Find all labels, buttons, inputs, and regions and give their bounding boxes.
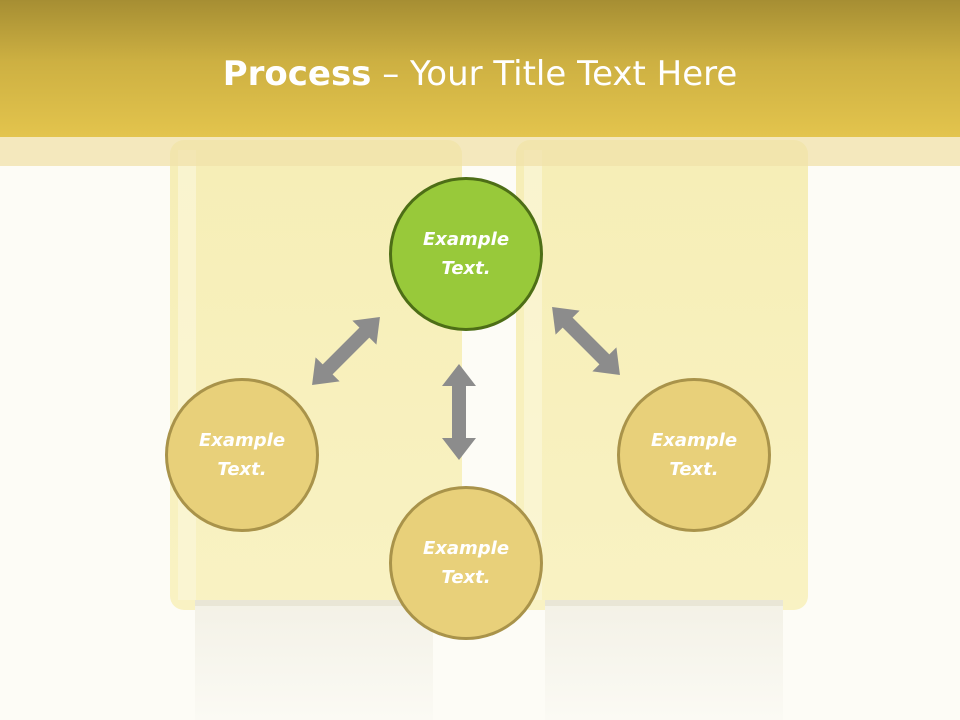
arrow-top-right [552, 307, 620, 375]
process-node-bottom: Example Text. [389, 486, 543, 640]
process-node-left-text: Example Text. [198, 430, 286, 480]
arrow-top-left [312, 317, 380, 385]
process-node-top-text: Example Text. [422, 229, 510, 279]
slide-title-strong: Process [222, 54, 372, 94]
slide-title-light: – Your Title Text Here [371, 54, 738, 94]
arrow-vertical [442, 364, 476, 460]
process-node-right: Example Text. [617, 378, 771, 532]
title-bar-band [0, 137, 960, 166]
title-bar [0, 0, 960, 137]
process-node-bottom-text: Example Text. [422, 538, 510, 588]
process-node-left: Example Text. [165, 378, 319, 532]
process-node-top: Example Text. [389, 177, 543, 331]
process-node-right-text: Example Text. [650, 430, 738, 480]
slide-title: Process – Your Title Text Here [0, 52, 960, 96]
